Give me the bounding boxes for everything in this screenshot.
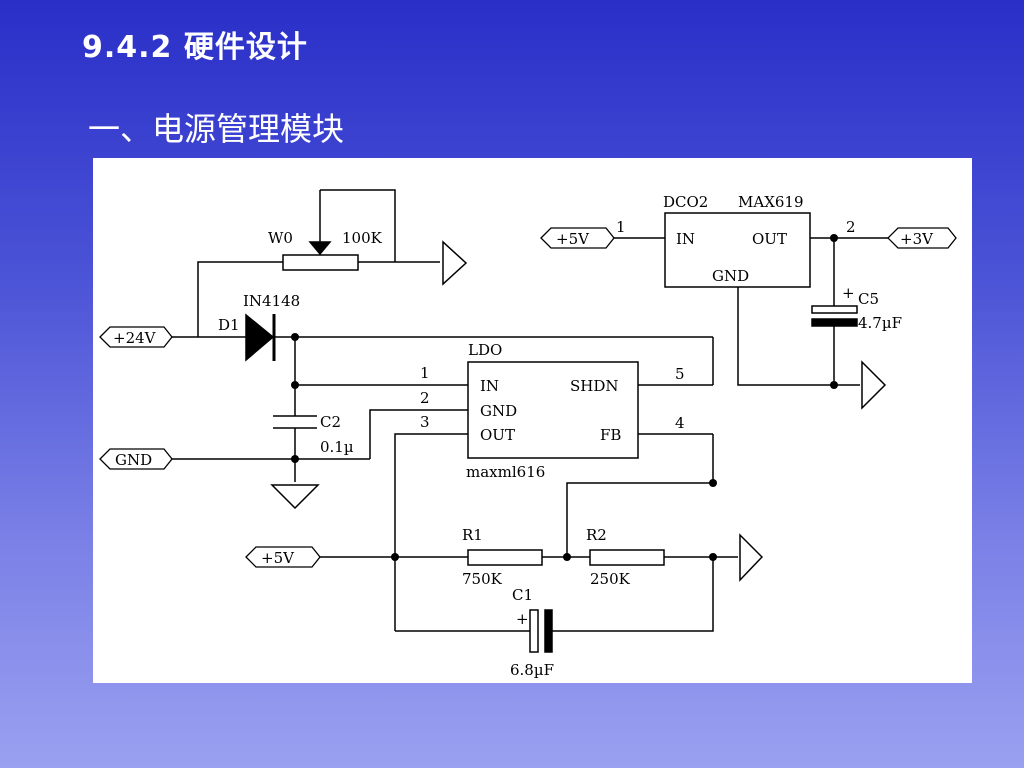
ground-arrow-r2 <box>739 533 764 582</box>
max619-part: MAX619 <box>738 193 804 211</box>
c5-polarity: + <box>842 284 855 302</box>
pot-ref: W0 <box>268 229 293 247</box>
port-tag-5v-top <box>540 227 615 249</box>
power-management-schematic: +24V GND +5V +5V +3V W0 100K IN4148 D1 C… <box>99 189 957 679</box>
wire-pot-left <box>197 261 283 337</box>
junction-dot <box>830 381 838 389</box>
junction-dot <box>291 333 299 341</box>
ldo-name: LDO <box>468 341 502 359</box>
ground-arrow-right <box>861 360 887 410</box>
slide-subtitle: 一、电源管理模块 <box>88 110 345 148</box>
pot-value: 100K <box>342 229 383 247</box>
junction-dot <box>563 553 571 561</box>
c2-ref: C2 <box>320 413 341 431</box>
c1-plate-positive <box>529 609 539 653</box>
ldo-pin-num-3: 3 <box>420 413 430 431</box>
junction-dot <box>830 234 838 242</box>
port-label-5v-top: +5V <box>556 230 590 248</box>
slide-title: 9.4.2 硬件设计 <box>82 30 308 65</box>
ldo-chip-body <box>467 361 639 459</box>
port-label-3v: +3V <box>900 230 934 248</box>
c5-plate-positive <box>811 305 858 314</box>
r2-ref: R2 <box>586 526 607 544</box>
ldo-pin-out: OUT <box>480 426 515 444</box>
port-label-gnd: GND <box>115 451 152 469</box>
ldo-pin-shdn: SHDN <box>570 377 619 395</box>
diode-part: IN4148 <box>243 292 300 310</box>
r2-body <box>589 549 665 566</box>
ldo-pin-fb: FB <box>600 426 621 444</box>
wire-max619-gnd <box>737 287 860 386</box>
wire-pot-wiper <box>320 189 396 262</box>
c1-polarity: + <box>516 610 529 628</box>
ldo-part: maxml616 <box>466 463 545 481</box>
port-tag-3v <box>887 227 957 249</box>
junction-dot <box>391 553 399 561</box>
max619-pin-out: OUT <box>752 230 787 248</box>
ldo-pin-num-4: 4 <box>675 414 685 432</box>
wire-ldo-out <box>394 433 468 631</box>
port-tag-5v-left <box>245 546 321 568</box>
pot-body <box>282 254 359 271</box>
ldo-pin-in: IN <box>480 377 499 395</box>
schematic-panel: +24V GND +5V +5V +3V W0 100K IN4148 D1 C… <box>93 158 972 683</box>
c1-plate-negative <box>544 609 553 653</box>
ldo-pin-gnd: GND <box>480 402 517 420</box>
ldo-pin-num-2: 2 <box>420 389 430 407</box>
c1-ref: C1 <box>512 586 533 604</box>
r2-value: 250K <box>590 570 631 588</box>
c5-plate-negative <box>811 318 858 327</box>
max619-pin-num-2: 2 <box>846 218 856 236</box>
junction-dot <box>709 553 717 561</box>
pot-wiper-arrow <box>308 241 332 256</box>
r1-body <box>467 549 543 566</box>
r1-ref: R1 <box>462 526 483 544</box>
ground-symbol-left <box>270 484 320 510</box>
wire-fb-to-divider <box>566 482 713 557</box>
c5-ref: C5 <box>858 290 879 308</box>
c1-value: 6.8µF <box>510 661 554 679</box>
junction-dot <box>291 455 299 463</box>
port-tag-24v <box>99 326 173 348</box>
c2-value: 0.1µ <box>320 438 354 456</box>
port-label-5v-left: +5V <box>261 549 295 567</box>
wire-ldo-gnd <box>369 409 468 459</box>
junction-dot <box>709 479 717 487</box>
r1-value: 750K <box>462 570 503 588</box>
port-label-24v: +24V <box>113 329 157 347</box>
port-tag-gnd <box>99 448 173 470</box>
junction-dot <box>291 381 299 389</box>
pot-output-arrow <box>442 240 468 286</box>
max619-ref: DCO2 <box>663 193 708 211</box>
max619-pin-num-1: 1 <box>616 218 626 236</box>
diode-triangle <box>245 313 275 362</box>
diode-ref: D1 <box>218 316 240 334</box>
c5-value: 4.7µF <box>858 314 902 332</box>
ldo-pin-num-5: 5 <box>675 365 685 383</box>
ldo-pin-num-1: 1 <box>420 364 430 382</box>
wire-c1-right <box>552 557 714 632</box>
max619-pin-in: IN <box>676 230 695 248</box>
max619-pin-gnd: GND <box>712 267 749 285</box>
